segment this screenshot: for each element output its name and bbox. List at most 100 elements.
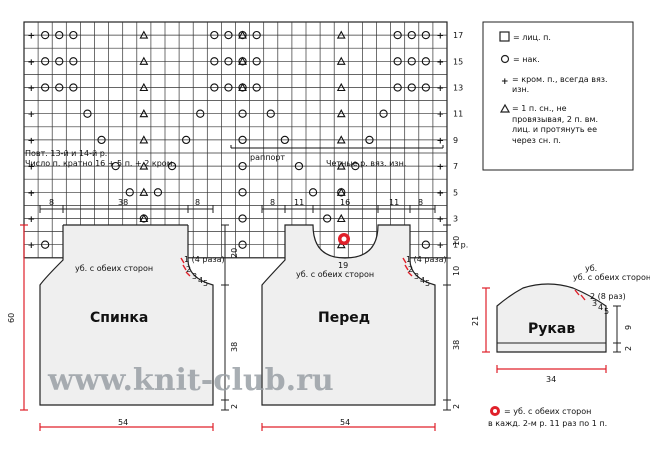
circle-icon — [238, 161, 247, 171]
circle-icon — [308, 188, 318, 197]
circle-icon — [252, 30, 261, 40]
circle-icon — [196, 109, 205, 118]
circle-icon — [181, 135, 191, 145]
sleeve-right-dim-2: 2 — [624, 346, 633, 351]
circle-icon — [252, 57, 261, 66]
plus-icon: + — [28, 32, 36, 42]
legend-decrease: = 1 п. сн., не провязывая, 2 п. вм. лиц.… — [512, 104, 599, 145]
triangle-icon — [336, 82, 346, 92]
svg-text:5: 5 — [604, 307, 609, 316]
plus-icon: + — [28, 84, 36, 94]
sleeve-piece — [496, 283, 607, 353]
back-armhole-marks — [180, 257, 191, 277]
circle-icon — [238, 188, 247, 197]
front-top-dim-4: 11 — [389, 198, 399, 207]
front-top-dim-3: 16 — [340, 198, 350, 207]
back-armhole-note: уб. с обеих сторон — [75, 264, 153, 273]
front-bottom-dim: 54 — [340, 418, 350, 427]
plus-icon: + — [28, 241, 36, 251]
plus-icon: + — [28, 189, 36, 199]
svg-text:1 (4 раза): 1 (4 раза) — [406, 255, 447, 264]
footnote-line2: в кажд. 2-м р. 11 раз по 1 п. — [488, 419, 607, 428]
svg-text:4: 4 — [198, 276, 203, 285]
circle-icon — [167, 161, 177, 171]
back-armhole-steps: 1 (4 раза) 2 3 4 5 — [184, 255, 225, 288]
circle-icon — [55, 57, 64, 66]
front-armhole-note: уб. с обеих сторон — [296, 270, 374, 279]
back-right-dim-bottom: 2 — [230, 404, 239, 409]
triangle-icon — [336, 213, 346, 223]
triangle-icon — [336, 187, 346, 196]
circle-icon — [238, 109, 247, 118]
circle-icon — [224, 83, 233, 92]
circle-icon — [41, 57, 50, 66]
plus-icon: + — [436, 58, 444, 68]
front-top-dim-2: 11 — [294, 198, 304, 207]
note-stitch-count: Число п. кратно 16 + 5 п. + 2 кром. — [25, 159, 175, 168]
circle-icon — [421, 83, 430, 92]
plus-icon: + — [28, 58, 36, 68]
circle-icon — [69, 30, 78, 40]
circle-icon — [224, 57, 233, 66]
row-number: 11 — [453, 110, 463, 119]
triangle-icon — [139, 187, 149, 196]
circle-icon — [83, 109, 92, 118]
triangle-icon — [336, 135, 346, 144]
back-left-dim: 60 — [7, 313, 16, 323]
sleeve-note-line1: уб. — [585, 264, 597, 273]
svg-text:3: 3 — [192, 272, 197, 281]
circle-icon — [41, 83, 50, 92]
circle-icon — [210, 57, 219, 66]
repeat-label: раппорт — [250, 153, 285, 162]
plus-icon: + — [436, 241, 444, 251]
front-piece — [261, 224, 436, 406]
sleeve-bottom-dim: 34 — [546, 375, 556, 384]
plus-icon: + — [436, 110, 444, 120]
circle-icon — [97, 135, 106, 145]
front-armhole-steps: 1 (4 раза) 2 3 4 5 — [406, 255, 447, 288]
circle-icon — [421, 30, 430, 40]
circle-icon — [365, 135, 374, 145]
svg-text:2 (8 раз): 2 (8 раз) — [590, 292, 626, 301]
front-neck-num: 19 — [338, 261, 348, 270]
legend-edge: = кром. п., всегда вяз. изн. — [512, 75, 608, 94]
front-armhole-marks — [402, 257, 413, 277]
circle-icon — [238, 214, 247, 223]
circle-icon — [266, 109, 275, 118]
circle-icon — [238, 135, 247, 145]
plus-icon: + — [436, 32, 444, 42]
svg-text:5: 5 — [425, 279, 430, 288]
circle-icon — [224, 30, 233, 40]
plus-icon: + — [501, 77, 509, 87]
circle-icon — [407, 57, 416, 66]
triangle-icon — [336, 161, 346, 170]
row-number: 9 — [453, 136, 458, 145]
row-number: 13 — [453, 84, 463, 93]
circle-icon — [280, 135, 289, 145]
svg-text:2: 2 — [408, 265, 413, 274]
triangle-icon — [139, 161, 149, 170]
circle-icon — [421, 240, 430, 249]
circle-icon — [153, 188, 163, 197]
svg-text:2: 2 — [186, 265, 191, 274]
circle-icon — [393, 30, 402, 40]
plus-icon: + — [436, 215, 444, 225]
triangle-icon — [499, 103, 511, 113]
row-number: 17 — [453, 31, 463, 40]
row-number: 7 — [453, 162, 458, 171]
triangle-icon — [336, 109, 346, 118]
svg-text:4: 4 — [598, 303, 603, 312]
front-title: Перед — [318, 310, 370, 326]
svg-text:3: 3 — [592, 299, 597, 308]
circle-icon — [210, 83, 219, 92]
front-right-dim-2: 10 — [452, 266, 461, 276]
circle-icon — [407, 30, 416, 40]
circle-icon — [252, 83, 261, 92]
legend-box — [482, 21, 634, 171]
note-even-rows: Четные р. вяз. изн. — [326, 159, 406, 168]
triangle-icon — [139, 135, 149, 144]
row-number: 5 — [453, 188, 458, 197]
circle-icon — [41, 30, 50, 40]
